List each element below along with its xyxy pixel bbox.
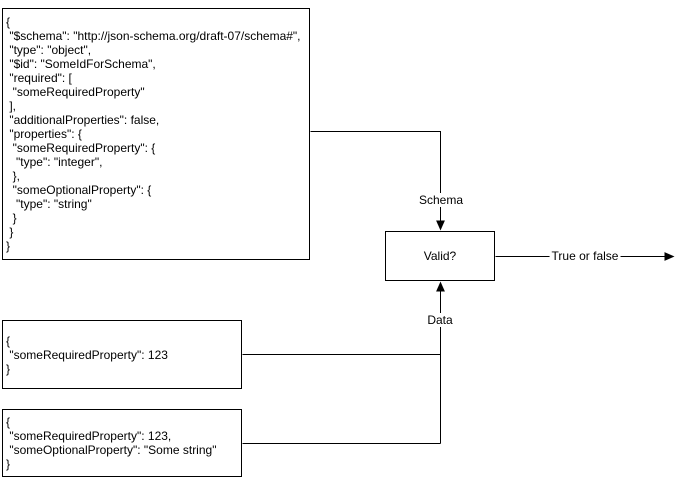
data-json-box-2: { "someRequiredProperty": 123, "someOpti… — [2, 409, 242, 477]
data-connector-line — [242, 291, 441, 444]
arrowhead-down-icon — [436, 220, 445, 231]
edge-label-output: True or false — [549, 249, 621, 263]
data-json-code-1: { "someRequiredProperty": 123 } — [6, 333, 168, 376]
schema-connector-line — [310, 131, 441, 221]
arrowhead-up-icon — [436, 281, 445, 292]
data-json-box-1: { "someRequiredProperty": 123 } — [2, 320, 242, 389]
edge-label-data: Data — [425, 313, 455, 327]
valid-decision-box: Valid? — [385, 231, 495, 281]
schema-json-code: { "$schema": "http://json-schema.org/dra… — [6, 15, 301, 253]
edge-label-schema: Schema — [416, 193, 466, 207]
schema-json-box: { "$schema": "http://json-schema.org/dra… — [2, 8, 310, 260]
arrowhead-right-icon — [664, 252, 675, 261]
data-json-code-2: { "someRequiredProperty": 123, "someOpti… — [6, 415, 217, 471]
valid-decision-label: Valid? — [423, 249, 457, 263]
